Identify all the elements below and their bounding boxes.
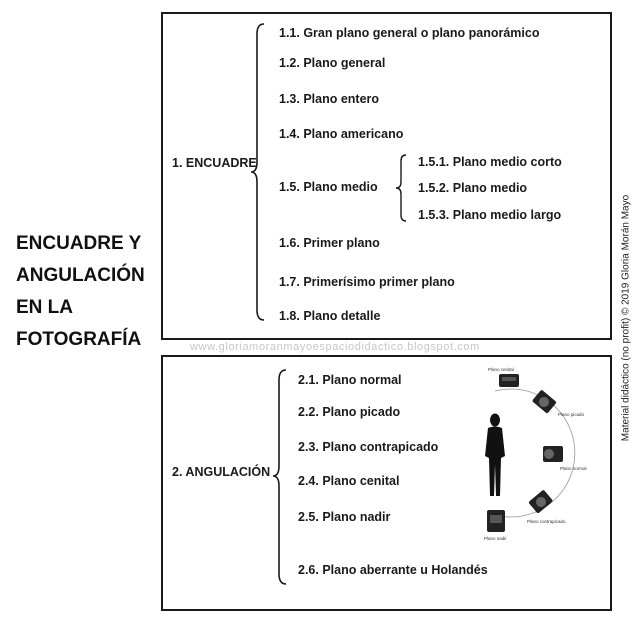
encuadre-item: 1.8. Plano detalle (279, 309, 381, 323)
blog-watermark: www.gloriamoranmayoespaciodidactico.blog… (190, 341, 480, 353)
person-silhouette (485, 413, 505, 496)
camera-normal-icon (543, 446, 563, 462)
angulacion-item: 2.6. Plano aberrante u Holandés (298, 563, 488, 577)
camera-label: Plano contrapicado (527, 519, 566, 524)
encuadre-item: 1.3. Plano entero (279, 92, 380, 106)
encuadre-item: 1.4. Plano americano (279, 127, 404, 141)
camera-picado-icon (532, 390, 556, 413)
encuadre-item: 1.6. Primer plano (279, 236, 380, 250)
encuadre-brace (250, 23, 265, 321)
encuadre-item: 1.2. Plano general (279, 56, 386, 70)
encuadre-label: 1. ENCUADRE (172, 156, 257, 170)
angulacion-brace (272, 369, 287, 585)
camera-label: Plano nadir (484, 536, 507, 541)
plano-medio-brace (395, 154, 407, 222)
camera-contrapicado-icon (529, 490, 553, 513)
angulacion-item: 2.2. Plano picado (298, 405, 401, 419)
camera-arc (494, 388, 576, 518)
encuadre-subitem: 1.5.3. Plano medio largo (418, 208, 562, 222)
encuadre-box (161, 12, 612, 340)
angulacion-item: 2.1. Plano normal (298, 373, 402, 387)
main-title-line: EN LA (16, 297, 73, 318)
camera-label: Plano cenital (488, 367, 514, 372)
angulacion-item: 2.5. Plano nadir (298, 510, 391, 524)
encuadre-subitem: 1.5.1. Plano medio corto (418, 155, 562, 169)
camera-label: Plano normal (560, 466, 587, 471)
camera-angles-illustration (485, 374, 576, 532)
credit-vertical: Material didáctico (no profit) © 2019 Gl… (620, 194, 632, 442)
main-title: ENCUADRE Y ANGULACIÓN EN LA FOTOGRAFÍA (16, 228, 145, 356)
main-title-line: ENCUADRE Y (16, 233, 142, 254)
encuadre-subitem: 1.5.2. Plano medio (418, 181, 528, 195)
encuadre-item: 1.5. Plano medio (279, 180, 378, 194)
angulacion-item: 2.4. Plano cenital (298, 474, 400, 488)
main-title-line: ANGULACIÓN (16, 265, 145, 286)
camera-cenital-icon (499, 374, 519, 387)
encuadre-item: 1.7. Primerísimo primer plano (279, 275, 455, 289)
main-title-line: FOTOGRAFÍA (16, 329, 142, 350)
camera-nadir-icon (487, 510, 505, 532)
angulacion-item: 2.3. Plano contrapicado (298, 440, 439, 454)
camera-label: Plano picado (558, 412, 585, 417)
angulacion-label: 2. ANGULACIÓN (172, 465, 271, 479)
encuadre-item: 1.1. Gran plano general o plano panorámi… (279, 26, 540, 40)
